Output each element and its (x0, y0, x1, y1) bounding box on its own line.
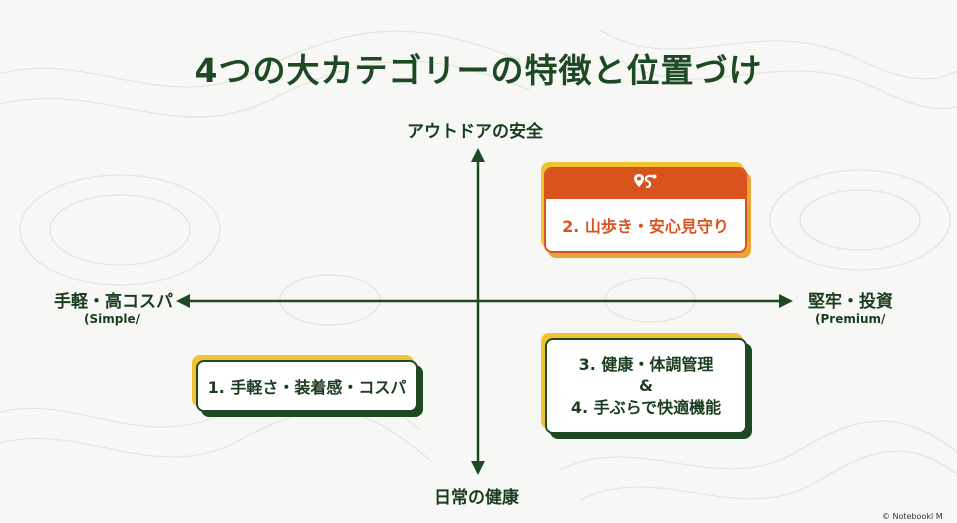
axis-left-label: 手軽・高コスパ (54, 292, 173, 312)
category-card-2: 2. 山歩き・安心見守り (544, 167, 747, 253)
arrow-down (471, 461, 485, 475)
arrow-up (471, 148, 485, 162)
category-card-2-label: 2. 山歩き・安心見守り (562, 217, 729, 236)
map-pin-path-icon (633, 173, 659, 195)
ampersand-label: & (639, 376, 653, 396)
footer-credit: © Notebookl M (882, 512, 943, 521)
category-card-3-label: 3. 健康・体調管理 (578, 354, 714, 374)
category-card-2-header (546, 169, 745, 199)
axis-bottom-label: 日常の健康 (434, 488, 519, 508)
axis-top-label: アウトドアの安全 (407, 122, 543, 142)
category-card-3-4: 3. 健康・体調管理 & 4. 手ぶらで快適機能 (545, 338, 747, 434)
category-card-1-label: 1. 手軽さ・装着感・コスパ (207, 378, 407, 397)
category-card-4-label: 4. 手ぶらで快適機能 (570, 397, 722, 417)
axis-right-sublabel: (Premium/ (815, 312, 886, 326)
page-title: 4つの大カテゴリーの特徴と位置づけ (194, 51, 763, 90)
axis-right-label: 堅牢・投資 (808, 292, 893, 312)
category-card-1: 1. 手軽さ・装着感・コスパ (196, 360, 418, 412)
arrow-left (176, 294, 190, 308)
arrow-right (779, 294, 793, 308)
axis-left-sublabel: (Simple/ (84, 312, 140, 326)
